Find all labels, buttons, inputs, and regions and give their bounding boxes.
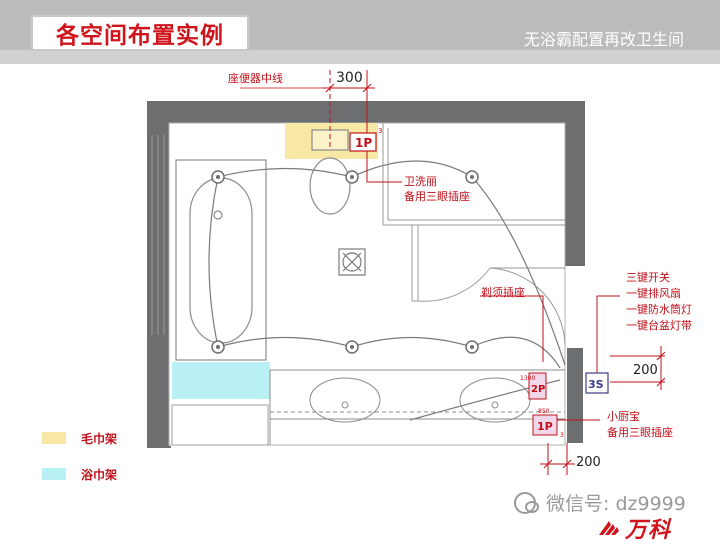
vanke-logo-icon bbox=[599, 521, 619, 535]
page-title-box: 各空间布置实例 bbox=[31, 15, 249, 51]
outlet-1p-toilet: 1P 3 bbox=[349, 127, 382, 152]
outlet-1p-lower: 1P 850 3 bbox=[532, 408, 564, 439]
door-swing bbox=[411, 224, 566, 346]
bathtub bbox=[175, 159, 267, 361]
outlet-1p-lower-height: 850 bbox=[538, 408, 550, 415]
outlet-1p-code: 1P bbox=[355, 136, 372, 150]
logo-text: 万科 bbox=[625, 517, 672, 543]
outlet-2p: 2P 1300 bbox=[520, 372, 547, 400]
legend-swatch-towel-rack bbox=[42, 432, 66, 444]
outlet-1p-lower-small: 3 bbox=[560, 432, 564, 439]
legend-swatch-bath-towel-rack bbox=[42, 468, 66, 480]
shaver-outlet-label: 剃须插座 bbox=[481, 285, 525, 299]
switch-dimension-value: 200 bbox=[633, 363, 658, 378]
wechat-icon bbox=[514, 491, 539, 514]
window-left bbox=[151, 135, 165, 335]
outlet-2p-height: 1300 bbox=[520, 375, 535, 382]
bath-towel-rack bbox=[172, 362, 270, 399]
header-band bbox=[0, 50, 720, 64]
top-dimension bbox=[240, 70, 402, 183]
legend-label-towel-rack: 毛巾架 bbox=[81, 432, 118, 446]
downlight-centers bbox=[216, 175, 474, 349]
switch-label-1: 三键开关 bbox=[626, 270, 670, 284]
page-title: 各空间布置实例 bbox=[56, 22, 224, 49]
page-subtitle: 无浴霸配置再改卫生间 bbox=[523, 30, 684, 49]
top-dimension-value: 300 bbox=[336, 70, 363, 86]
outlet-1p-label-2: 备用三眼插座 bbox=[404, 189, 470, 203]
switch-label-4: 一键台盆灯带 bbox=[626, 318, 692, 332]
shaver-leader bbox=[480, 295, 544, 362]
outlet-1p-label-1: 卫洗丽 bbox=[404, 175, 437, 188]
exhaust-fan bbox=[338, 248, 366, 276]
switch-code: 3S bbox=[588, 378, 604, 391]
switch-dimension bbox=[610, 346, 666, 390]
outlet-1p-small: 3 bbox=[378, 127, 382, 135]
watermark: 微信号: dz9999 bbox=[514, 489, 686, 516]
bottom-dimension bbox=[540, 443, 575, 475]
toilet bbox=[309, 129, 351, 215]
outlet-1p-lower-code: 1P bbox=[537, 420, 553, 433]
vanity-counter bbox=[269, 369, 565, 445]
outlet-2p-code: 2P bbox=[531, 384, 545, 395]
legend-label-bath-towel-rack: 浴巾架 bbox=[81, 468, 118, 482]
toilet-centerline-label: 座便器中线 bbox=[228, 71, 283, 85]
shelf bbox=[171, 404, 269, 446]
vanke-logo: 万科 bbox=[597, 512, 671, 544]
kitchen-heater-label-1: 小厨宝 bbox=[607, 409, 640, 423]
switch-label-2: 一键排风扇 bbox=[626, 286, 681, 300]
watermark-text: 微信号: dz9999 bbox=[546, 493, 686, 515]
switch-leader bbox=[596, 295, 620, 373]
switch-3s: 3S bbox=[585, 372, 609, 394]
switch-label-3: 一键防水筒灯 bbox=[626, 302, 692, 316]
kitchen-heater-label-2: 备用三眼插座 bbox=[607, 425, 673, 439]
bottom-dimension-value: 200 bbox=[576, 455, 601, 470]
